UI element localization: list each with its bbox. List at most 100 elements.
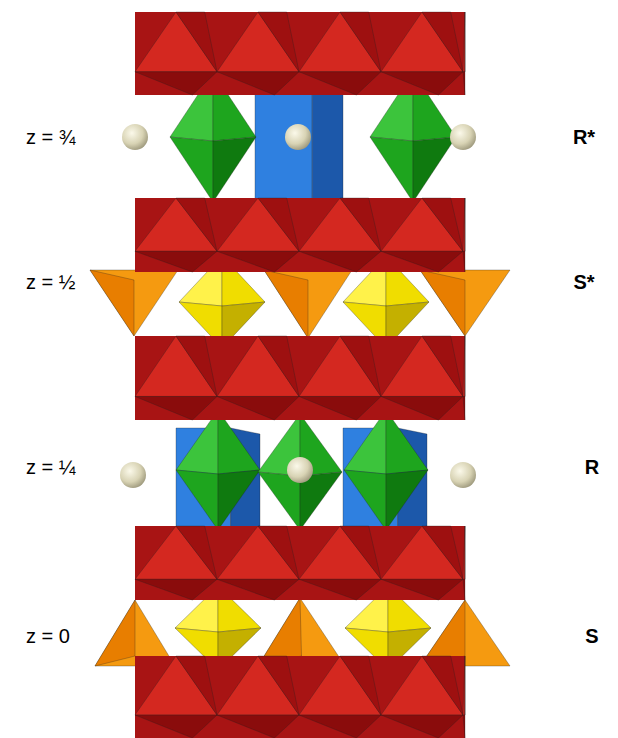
spinel-octahedra-layer — [135, 336, 465, 420]
height-label: z = ½ — [26, 270, 75, 294]
cation-sphere — [450, 124, 476, 150]
octa-face — [217, 579, 299, 600]
octa-face — [340, 12, 381, 72]
octa-face — [135, 396, 217, 420]
octa-face — [463, 715, 465, 738]
octa-face — [135, 526, 217, 579]
layer-name: R — [585, 455, 599, 479]
spinel-octahedra-layer — [135, 12, 465, 95]
tetrahedron — [90, 270, 178, 336]
cation-sphere — [285, 124, 311, 150]
tetra-face — [264, 270, 352, 338]
octa-face — [135, 715, 217, 738]
octa-face — [422, 526, 463, 579]
octa-face — [258, 12, 299, 72]
octa-face — [176, 526, 217, 579]
octa-face — [463, 336, 465, 396]
octa-face — [176, 336, 217, 396]
octa-face — [258, 336, 299, 396]
octa-face — [465, 12, 466, 72]
octa-face — [217, 396, 299, 420]
octa-face — [217, 715, 299, 738]
green-octahedron-face — [213, 137, 256, 202]
octa-face — [299, 72, 381, 95]
structure-stack — [90, 12, 510, 738]
octa-face — [381, 715, 463, 738]
octa-face — [258, 656, 299, 715]
octa-face — [135, 656, 217, 715]
octa-face — [463, 526, 465, 579]
octa-face — [463, 12, 465, 72]
octa-face — [176, 656, 217, 715]
layer-ground — [135, 336, 465, 420]
layer-ground — [135, 526, 465, 600]
octa-face — [217, 526, 299, 579]
octa-face — [381, 396, 463, 420]
octa-face — [465, 656, 466, 715]
octa-face — [135, 12, 217, 72]
cation-sphere — [287, 457, 313, 483]
octa-face — [463, 656, 465, 715]
green-octahedron — [176, 410, 260, 530]
octa-face — [176, 198, 217, 251]
octa-face — [299, 12, 381, 72]
octa-face — [422, 656, 463, 715]
octa-face — [299, 656, 381, 715]
octa-face — [217, 12, 299, 72]
octa-face — [217, 656, 299, 715]
green-octahedron-face — [413, 137, 456, 202]
octa-face — [258, 526, 299, 579]
octa-face — [299, 396, 381, 420]
layer-ground — [135, 656, 465, 738]
octa-face — [465, 336, 466, 396]
octa-face — [217, 72, 299, 95]
layer-name: S — [585, 624, 598, 648]
octa-face — [381, 336, 463, 396]
octa-face — [299, 579, 381, 600]
octa-face — [463, 251, 465, 272]
green-octahedron-face — [176, 470, 218, 530]
octa-face — [135, 251, 217, 272]
tetrahedron — [264, 270, 352, 338]
octa-face — [217, 251, 299, 272]
tetra-face — [90, 270, 178, 336]
height-label: z = 0 — [26, 624, 70, 648]
octa-face — [463, 72, 465, 95]
octa-face — [217, 198, 299, 251]
green-octahedron-face — [344, 470, 386, 530]
green-octahedron-face — [218, 470, 260, 530]
octa-face — [422, 336, 463, 396]
octa-face — [381, 251, 463, 272]
octa-face — [258, 198, 299, 251]
layer-ground — [135, 12, 465, 95]
cation-sphere — [120, 462, 146, 488]
tetra-face — [420, 270, 465, 336]
tetrahedron — [420, 270, 510, 336]
tetra-face — [420, 270, 510, 336]
cation-sphere — [450, 462, 476, 488]
octa-face — [381, 198, 463, 251]
octa-face — [217, 336, 299, 396]
octa-face — [340, 656, 381, 715]
octa-face — [465, 526, 466, 579]
green-octahedron — [344, 410, 428, 530]
octa-face — [176, 12, 217, 72]
octa-face — [299, 251, 381, 272]
octa-face — [135, 72, 217, 95]
octa-face — [340, 198, 381, 251]
octa-face — [422, 12, 463, 72]
cation-sphere — [122, 124, 148, 150]
octa-face — [299, 526, 381, 579]
octa-face — [381, 72, 463, 95]
octa-face — [340, 336, 381, 396]
octa-face — [463, 198, 465, 251]
green-octahedron-face — [386, 470, 428, 530]
octa-face — [299, 336, 381, 396]
octa-face — [381, 526, 463, 579]
octa-face — [381, 656, 463, 715]
octa-face — [299, 198, 381, 251]
height-label: z = ¼ — [26, 455, 75, 479]
spinel-octahedra-layer — [135, 198, 465, 272]
height-label: z = ¾ — [26, 125, 75, 149]
octa-face — [340, 526, 381, 579]
